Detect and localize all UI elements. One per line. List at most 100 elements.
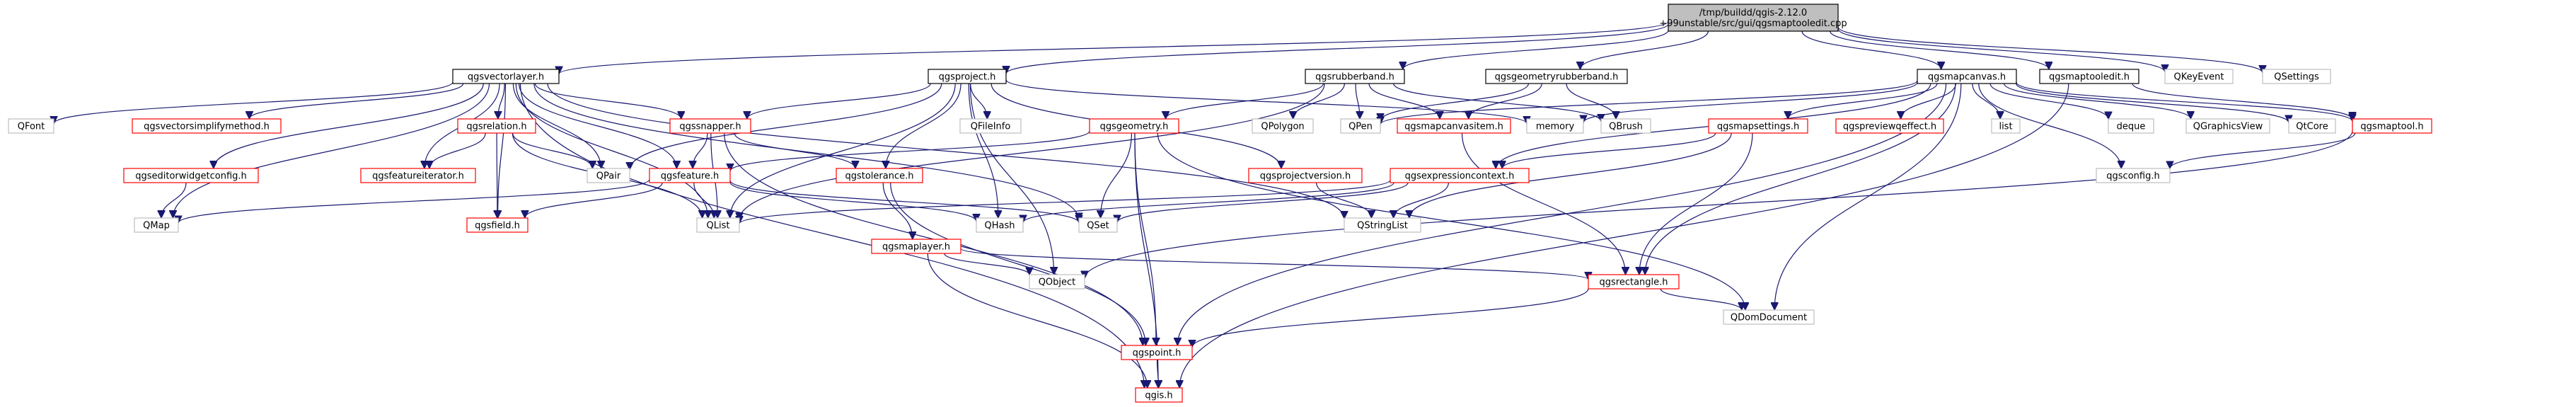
node-label-qgsexpressioncontext: qgsexpressioncontext.h: [1405, 171, 1515, 182]
node-label-qgsvectorlayer: qgsvectorlayer.h: [468, 72, 544, 83]
edge-qgsvectorlayer-to-qgssnapper: [534, 83, 681, 120]
edge-qgsgeometry-to-qgsfeature: [730, 130, 1090, 171]
node-qgspoint[interactable]: qgspoint.h: [1121, 345, 1193, 360]
node-label-QDomDocument: QDomDocument: [1731, 313, 1807, 323]
node-label-QObject: QObject: [1039, 277, 1076, 288]
node-qgsgeometry[interactable]: qgsgeometry.h: [1089, 118, 1179, 134]
node-qgsmapsettings[interactable]: qgsmapsettings.h: [1708, 118, 1808, 134]
node-QPen: QPen: [1340, 118, 1381, 134]
node-qgsproject[interactable]: qgsproject.h: [928, 69, 1007, 84]
node-QMap: QMap: [134, 217, 179, 233]
node-label-qgsvectorsimplifymethod: qgsvectorsimplifymethod.h: [144, 122, 270, 132]
node-label-qgis: qgis.h: [1145, 391, 1172, 401]
node-label-qgsmaptool: qgsmaptool.h: [2360, 122, 2423, 132]
edge-qgsmapcanvas-to-qgsmapsettings: [1788, 83, 1938, 120]
node-qgsgeometryrubberband[interactable]: qgsgeometryrubberband.h: [1485, 69, 1628, 84]
edge-qgsmapcanvas-to-QGraphicsView: [2004, 83, 2191, 120]
edges-layer: [54, 21, 2355, 388]
node-list: list: [1991, 118, 2021, 134]
node-box-qgsrelation: [457, 118, 536, 134]
node-qgsmaptooledit[interactable]: qgsmaptooledit.h: [2039, 69, 2139, 84]
edge-qgsexpressioncontext-to-QSet: [1117, 182, 1409, 223]
node-qgsvectorsimplifymethod[interactable]: qgsvectorsimplifymethod.h: [132, 118, 282, 134]
node-qgsfeatureiterator[interactable]: qgsfeatureiterator.h: [360, 168, 476, 183]
edge-qgsmapcanvas-to-memory: [1583, 82, 1918, 123]
node-qgsmaplayer[interactable]: qgsmaplayer.h: [871, 239, 961, 254]
edge-qgsrectangle-to-qgspoint: [1192, 288, 1589, 348]
edge-qgspoint-to-qgis: [1157, 359, 1159, 388]
node-box-qgsprojectversion: [1248, 168, 1363, 183]
node-label-qgsrelation: qgsrelation.h: [466, 122, 526, 132]
node-qgsfield[interactable]: qgsfield.h: [466, 217, 529, 233]
node-label-qgsmapcanvasitem: qgsmapcanvasitem.h: [1404, 122, 1503, 132]
edge-qgsmapsettings-to-qgsexpressioncontext: [1502, 132, 1716, 169]
node-label-QBrush: QBrush: [1609, 122, 1643, 132]
edge-qgsexpressioncontext-to-QHash: [1023, 182, 1394, 223]
node-label-QtCore: QtCore: [2296, 122, 2328, 132]
edge-qgsmaplayer-to-qgsrectangle: [960, 248, 1588, 280]
node-root[interactable]: /tmp/buildd/qgis-2.12.0+99unstable/src/g…: [1659, 4, 1847, 32]
node-box-qgsconfig: [2096, 168, 2171, 183]
node-QFont: QFont: [8, 118, 54, 134]
edge-qgsgeometryrubberband-to-qgsmapcanvasitem: [1469, 83, 1542, 120]
node-box-qgsmapcanvasitem: [1397, 118, 1511, 134]
node-qgssnapper[interactable]: qgssnapper.h: [669, 118, 751, 134]
node-qgsmaptool[interactable]: qgsmaptool.h: [2352, 118, 2432, 134]
node-box-root: [1668, 4, 1839, 32]
node-qgis[interactable]: qgis.h: [1135, 387, 1183, 403]
node-qgsexpressioncontext[interactable]: qgsexpressioncontext.h: [1390, 168, 1530, 183]
node-box-QtCore: [2288, 118, 2336, 134]
edge-qgsrubberband-to-qgsmapcanvasitem: [1368, 83, 1440, 120]
node-qgsmapcanvasitem[interactable]: qgsmapcanvasitem.h: [1397, 118, 1511, 134]
edge-qgsexpressioncontext-to-QList: [739, 179, 1391, 224]
edge-qgsmaptooledit-to-qgsmaptool: [2132, 83, 2352, 120]
edge-root-to-qgsrubberband: [1403, 30, 1669, 70]
node-box-QSettings: [2262, 69, 2331, 84]
edge-qgsgeometry-to-QDomDocument: [1157, 132, 1745, 310]
edge-qgsvectorlayer-to-qgsvectorsimplifymethod: [249, 83, 464, 120]
node-label-qgsfield: qgsfield.h: [475, 221, 520, 231]
node-qgspreviewqeffect[interactable]: qgspreviewqeffect.h: [1835, 118, 1944, 134]
edge-qgsmapcanvas-to-qgsmaptool: [2016, 81, 2352, 122]
edge-qgsvectorlayer-to-QFont: [54, 81, 454, 125]
node-label-qgsgeometryrubberband: qgsgeometryrubberband.h: [1495, 72, 1619, 83]
node-box-qgsgeometry: [1089, 118, 1179, 134]
node-qgsmapcanvas[interactable]: qgsmapcanvas.h: [1917, 69, 2017, 84]
node-box-QPolygon: [1252, 118, 1314, 134]
node-label-QPolygon: QPolygon: [1261, 122, 1304, 132]
edge-qgsrectangle-to-QDomDocument: [1660, 288, 1742, 311]
node-QFileInfo: QFileInfo: [959, 118, 1022, 134]
node-qgstolerance[interactable]: qgstolerance.h: [836, 168, 923, 183]
node-box-qgspoint: [1121, 345, 1193, 360]
node-qgsvectorlayer[interactable]: qgsvectorlayer.h: [452, 69, 560, 84]
node-label-deque: deque: [2117, 122, 2146, 132]
edge-qgsproject-to-QList: [730, 83, 956, 218]
edge-qgsvectorlayer-to-qgsrelation: [498, 83, 505, 119]
node-label-QKeyEvent: QKeyEvent: [2173, 72, 2224, 83]
node-qgsrectangle[interactable]: qgsrectangle.h: [1588, 274, 1680, 290]
node-box-qgsmapcanvas: [1917, 69, 2017, 84]
node-label-qgsgeometry: qgsgeometry.h: [1100, 122, 1169, 132]
node-box-qgsvectorsimplifymethod: [132, 118, 282, 134]
edge-qgsfeature-to-QHash: [729, 181, 976, 222]
node-box-QList: [696, 217, 740, 233]
node-qgsprojectversion[interactable]: qgsprojectversion.h: [1248, 168, 1363, 183]
node-label-qgsfeature: qgsfeature.h: [661, 171, 720, 182]
edge-qgstolerance-to-qgsmaplayer: [882, 182, 913, 239]
node-qgseditorwidgetconfig[interactable]: qgseditorwidgetconfig.h: [123, 168, 259, 183]
edge-qgsproject-to-memory: [1005, 79, 1527, 125]
node-box-QObject: [1029, 274, 1085, 290]
edge-qgsrubberband-to-QPen: [1355, 83, 1360, 119]
node-box-qgsmaplayer: [871, 239, 961, 254]
node-QGraphicsView: QGraphicsView: [2185, 118, 2270, 134]
node-box-memory: [1526, 118, 1584, 134]
edge-root-to-QKeyEvent: [1837, 28, 2165, 72]
node-qgsrelation[interactable]: qgsrelation.h: [457, 118, 536, 134]
node-qgsrubberband[interactable]: qgsrubberband.h: [1305, 69, 1405, 84]
node-label-qgsmaplayer: qgsmaplayer.h: [882, 242, 950, 253]
node-box-deque: [2108, 118, 2154, 134]
node-qgsfeature[interactable]: qgsfeature.h: [649, 168, 731, 183]
node-label-qgsmapcanvas: qgsmapcanvas.h: [1928, 72, 2006, 83]
edge-root-to-QSettings: [1837, 26, 2263, 74]
